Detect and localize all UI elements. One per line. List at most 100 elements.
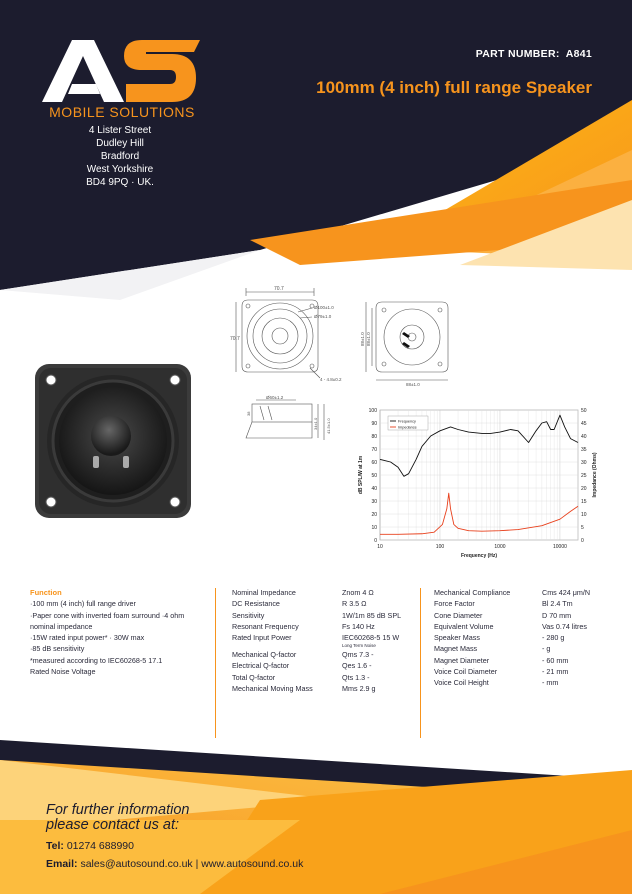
spec-value: R 3.5 Ω (342, 599, 367, 609)
y2-tick-label: 45 (581, 421, 587, 427)
function-line: Rated Noise Voltage (30, 667, 96, 677)
spec-value: D 70 mm (542, 610, 572, 620)
contact-section: For further information please contact u… (46, 802, 303, 871)
spec-value: Cms 424 μm/N (542, 588, 591, 597)
part-number-value: A841 (565, 48, 592, 60)
x-tick-label: 100 (436, 544, 445, 550)
dim-front-d1: Ø100±1.0 (314, 305, 334, 310)
y-tick-label: 50 (371, 473, 377, 479)
address-line: 4 Lister Street (88, 125, 152, 136)
spec-key: Rated Input Power (232, 633, 292, 643)
spec-key: Force Factor (434, 599, 475, 609)
address-line: Dudley Hill (96, 138, 144, 149)
spec-row: Resonant Frequency Fs 140 Hz (232, 621, 412, 632)
dim-back-h1: 88±1.0 (360, 332, 365, 346)
dim-back-width: 88±1.0 (406, 382, 420, 387)
function-section: Function ·100 mm (4 inch) full range dri… (30, 587, 205, 677)
part-number-label: PART NUMBER: (475, 48, 560, 60)
spec-key: Voice Coil Height (434, 678, 489, 688)
dim-front-d2: Ø79±1.0 (314, 314, 332, 319)
spec-value: Qts 1.3 - (342, 672, 370, 682)
dim-side-h1: 38 (246, 411, 251, 416)
spec-row: Voice Coil Diameter- 21 mm (434, 666, 624, 677)
spec-key: Total Q-factor (232, 672, 276, 682)
spec-table-mechanical: Mechanical Compliance Cms 424 μm/N Force … (434, 587, 624, 689)
y2-tick-label: 15 (581, 499, 587, 505)
y-tick-label: 20 (371, 512, 377, 518)
function-title: Function (30, 588, 62, 597)
back-view-drawing: 88±1.0 88±1.0 88±1.0 (360, 301, 449, 387)
y2-axis-label: Impedance (Ohms) (592, 452, 598, 497)
spec-value: Mms 2.9 g (342, 684, 376, 694)
frequency-response-chart: 0102030405060708090100051015202530354045… (358, 408, 598, 559)
spec-value-main: IEC60268-5 15 W (342, 633, 400, 643)
y-tick-label: 100 (369, 408, 378, 414)
spec-key: DC Resistance (232, 599, 280, 609)
spec-value: Fs 140 Hz (342, 621, 375, 631)
spec-key: Nominal Impedance (232, 588, 296, 597)
dim-back-h2: 88±1.0 (366, 332, 371, 346)
spec-value: 1W/1m 85 dB SPL (342, 610, 402, 620)
spec-key: Voice Coil Diameter (434, 667, 498, 677)
tel-label: Tel: (46, 840, 64, 852)
contact-email: Email: sales@autosound.co.uk | www.autos… (46, 858, 303, 870)
spec-key: Mechanical Moving Mass (232, 684, 313, 694)
spec-key: Resonant Frequency (232, 621, 299, 631)
spec-value: - mm (542, 678, 559, 688)
x-axis-label: Frequency (Hz) (461, 553, 497, 559)
y-tick-label: 10 (371, 525, 377, 531)
y2-tick-label: 30 (581, 460, 587, 466)
spec-row: Speaker Mass- 280 g (434, 632, 624, 643)
spec-key: Mechanical Compliance (434, 588, 511, 597)
y-tick-label: 30 (371, 499, 377, 505)
dim-front-width: 70.7 (274, 286, 284, 292)
y2-tick-label: 25 (581, 473, 587, 479)
function-line: ·100 mm (4 inch) full range driver (30, 599, 136, 609)
address: 4 Lister Street Dudley Hill Bradford Wes… (60, 124, 180, 189)
series-line-impedance (380, 492, 579, 535)
y2-tick-label: 40 (581, 434, 587, 440)
tel-value[interactable]: 01274 688990 (66, 840, 134, 852)
spec-key: Equivalent Volume (434, 621, 494, 631)
y2-tick-label: 10 (581, 512, 587, 518)
legend-label: Frequency (398, 420, 416, 424)
company-logo (42, 40, 200, 102)
y2-tick-label: 50 (581, 408, 587, 414)
front-view-drawing: 70.7 70.7 Ø100±1.0 Ø79±1.0 4 - 4.8±0.2 (230, 286, 342, 382)
email-value[interactable]: sales@autosound.co.uk | www.autosound.co… (80, 858, 304, 870)
address-line: West Yorkshire (86, 164, 154, 175)
function-line: ·Paper cone with inverted foam surround … (30, 610, 185, 620)
x-tick-label: 1000 (494, 544, 505, 550)
logo-subtitle: MOBILE SOLUTIONS (49, 104, 195, 120)
spec-value: - g (542, 644, 551, 654)
x-tick-label: 10000 (553, 544, 567, 550)
spec-key: Speaker Mass (434, 633, 480, 643)
spec-value: Qms 7.3 - (342, 650, 374, 660)
spec-key: Magnet Diameter (434, 655, 490, 665)
contact-heading: For further information (46, 802, 190, 818)
y-tick-label: 80 (371, 434, 377, 440)
spec-key: Electrical Q-factor (232, 661, 290, 671)
spec-key: Cone Diameter (434, 610, 483, 620)
spec-row: Voice Coil Height - mm (434, 677, 624, 688)
y2-tick-label: 35 (581, 447, 587, 453)
function-line: nominal impedance (30, 621, 93, 631)
spec-row: Mechanical Moving Mass Mms 2.9 g (232, 683, 412, 694)
y-tick-label: 70 (371, 447, 377, 453)
spec-row: Magnet Mass - g (434, 643, 624, 654)
email-label: Email: (46, 858, 78, 870)
y-tick-label: 90 (371, 421, 377, 427)
spec-row: Magnet Diameter- 60 mm (434, 655, 624, 666)
spec-key: Magnet Mass (434, 644, 478, 654)
function-line: ·85 dB sensitivity (30, 644, 85, 654)
y2-tick-label: 20 (581, 486, 587, 492)
address-line: Bradford (100, 151, 140, 162)
